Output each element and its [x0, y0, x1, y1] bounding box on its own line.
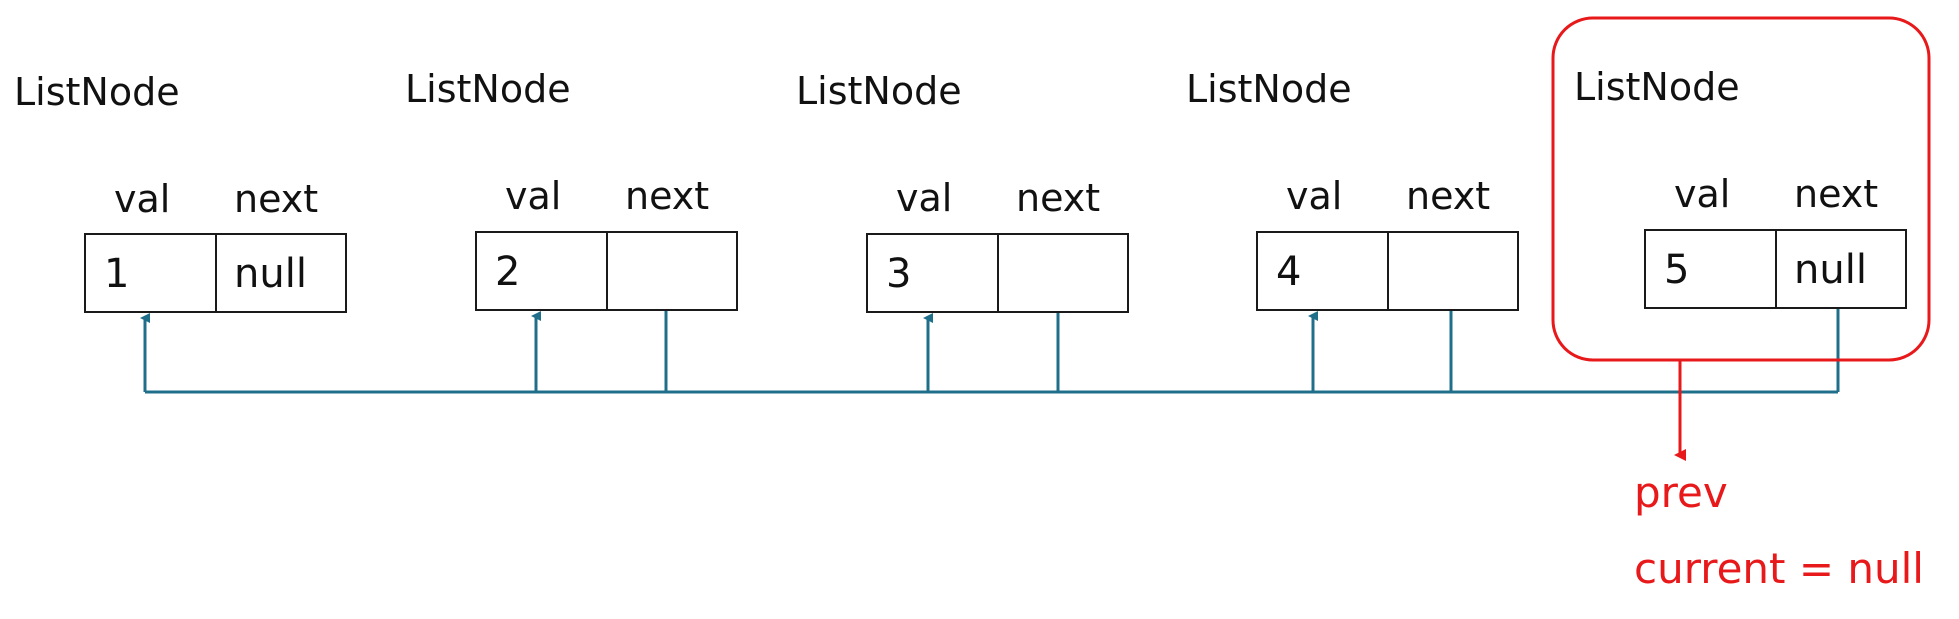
- node-1-next-value: null: [234, 251, 307, 297]
- node-2-next-cell: [606, 231, 738, 311]
- node-1-val-value: 1: [104, 251, 130, 297]
- current-pointer-label: current = null: [1634, 544, 1924, 593]
- highlight-frame: [1551, 16, 1931, 362]
- node-5-next-cell: [1775, 229, 1907, 309]
- node-5-title: ListNode: [1574, 65, 1740, 109]
- node-4-next-cell: [1387, 231, 1519, 311]
- node-3-title: ListNode: [796, 69, 962, 113]
- node-3-next-cell: [997, 233, 1129, 313]
- node-3-val-label: val: [896, 176, 953, 220]
- node-1-next-cell: [215, 233, 347, 313]
- node-5-next-label: next: [1794, 172, 1879, 216]
- node-4-next-label: next: [1406, 174, 1491, 218]
- node-3-next-label: next: [1016, 176, 1101, 220]
- node-5-val-label: val: [1674, 172, 1731, 216]
- node-4-val-label: val: [1286, 174, 1343, 218]
- node-2-val-value: 2: [495, 249, 521, 295]
- prev-pointer-label: prev: [1634, 468, 1728, 517]
- node-4-val-value: 4: [1276, 249, 1302, 295]
- node-2-next-label: next: [625, 174, 710, 218]
- node-1-val-label: val: [114, 177, 171, 221]
- node-2-title: ListNode: [405, 67, 571, 111]
- node-1-title: ListNode: [14, 70, 180, 114]
- node-3-val-value: 3: [886, 251, 912, 297]
- node-5-val-value: 5: [1664, 247, 1690, 293]
- node-2-val-label: val: [505, 174, 562, 218]
- node-1-next-label: next: [234, 177, 319, 221]
- node-4-title: ListNode: [1186, 67, 1352, 111]
- node-5-next-value: null: [1794, 247, 1867, 293]
